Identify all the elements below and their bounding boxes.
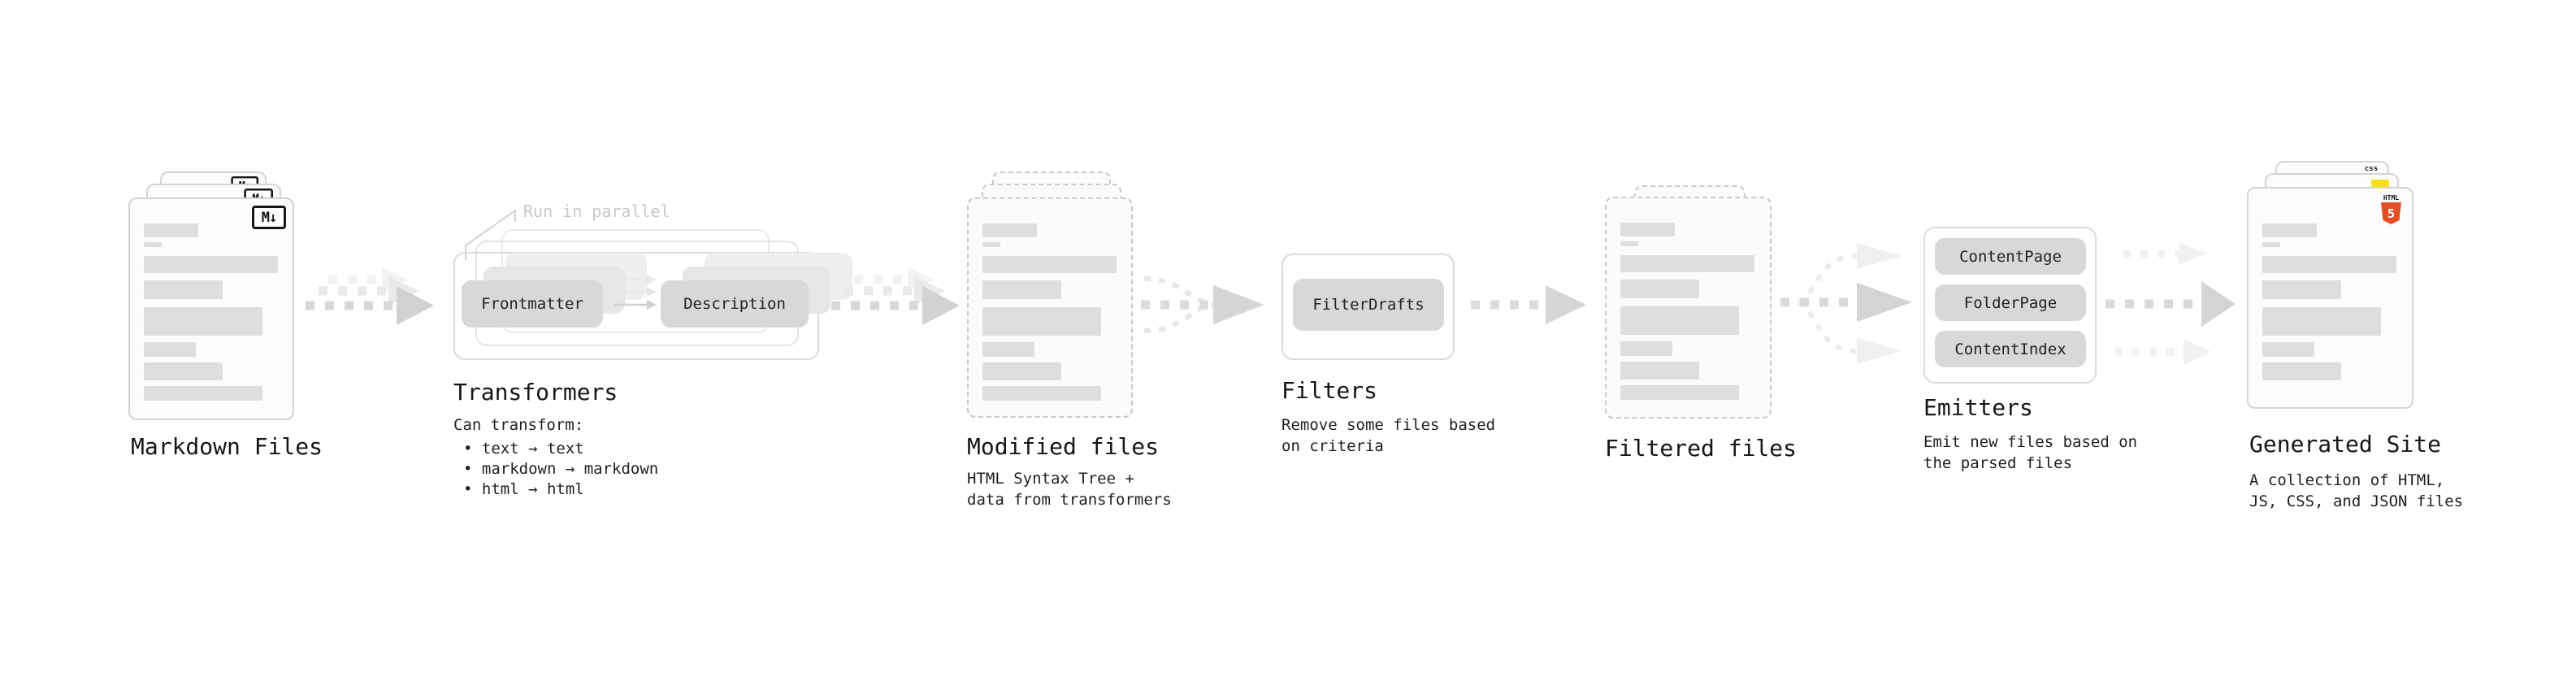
doc-content-placeholder: [982, 223, 1117, 401]
connector-emitters-to-site: [2105, 242, 2236, 365]
connector-filtered-to-emitters: [1780, 243, 1912, 364]
doc-content-placeholder: [144, 223, 278, 401]
generated-site-label: Generated Site: [2249, 431, 2442, 458]
node-modified-files: Modified files HTML Syntax Tree + data f…: [963, 158, 1190, 516]
node-markdown-files: M↓ M↓ M↓ Markdown Files: [126, 158, 370, 484]
bullet-item: • markdown → markdown: [463, 460, 659, 478]
desc-line: A collection of HTML,: [2249, 471, 2445, 489]
modified-file-card-front: [967, 197, 1133, 418]
connector-markdown-to-transformers: [306, 267, 434, 325]
filterdrafts-step: FilterDrafts: [1293, 279, 1444, 331]
site-file-card-html: HTML 5: [2247, 187, 2413, 409]
connector-filters-to-filtered: [1471, 285, 1586, 324]
transformers-note-title: Can transform:: [453, 416, 584, 434]
bullet-item: • html → html: [463, 480, 584, 498]
desc-line: the parsed files: [1923, 454, 2073, 472]
filtered-files-label: Filtered files: [1605, 435, 1798, 462]
desc-line: HTML Syntax Tree +: [967, 470, 1134, 488]
node-filters: FilterDrafts Filters Remove some files b…: [1280, 252, 1524, 463]
filters-desc: Remove some files based on criteria: [1281, 414, 1495, 457]
contentpage-emitter: ContentPage: [1935, 238, 2086, 275]
generated-site-desc: A collection of HTML, JS, CSS, and JSON …: [2249, 470, 2463, 512]
parallel-step-arrows: [614, 275, 657, 310]
node-filtered-files: Filtered files: [1601, 158, 1828, 484]
css-icon-text: css: [2364, 165, 2379, 173]
folderpage-emitter: FolderPage: [1935, 284, 2086, 321]
filtered-file-card-front: [1605, 197, 1772, 419]
frontmatter-step: Frontmatter: [462, 280, 603, 327]
desc-line: data from transformers: [967, 491, 1172, 509]
emitters-label: Emitters: [1923, 394, 2033, 421]
desc-line: on criteria: [1281, 437, 1384, 455]
connector-modified-to-filters: [1141, 276, 1264, 333]
html5-icon: HTML 5: [2381, 194, 2401, 224]
bullet-item: • text → text: [463, 440, 584, 458]
transformers-bullet-list: • text → text • markdown → markdown • ht…: [463, 439, 658, 500]
html5-icon-shield: 5: [2381, 202, 2401, 224]
markdown-files-label: Markdown Files: [131, 433, 323, 460]
contentindex-emitter: ContentIndex: [1935, 331, 2086, 367]
node-transformers: Run in parallel Frontmatter Description …: [452, 198, 852, 507]
description-step: Description: [661, 280, 809, 327]
connector-transformers-to-modified: [831, 267, 960, 325]
node-emitters: ContentPage FolderPage ContentIndex Emit…: [1922, 227, 2166, 474]
node-generated-site: css HTML 5 Generated Site A collection o…: [2245, 158, 2489, 516]
desc-line: Emit new files based on: [1923, 433, 2138, 451]
doc-content-placeholder: [1620, 223, 1754, 400]
modified-files-label: Modified files: [967, 433, 1160, 460]
desc-line: JS, CSS, and JSON files: [2249, 492, 2464, 510]
html5-icon-word: HTML: [2383, 194, 2400, 202]
run-in-parallel-callout: Run in parallel: [523, 202, 670, 221]
doc-content-placeholder: [2262, 223, 2396, 386]
transformers-label: Transformers: [453, 379, 618, 406]
markdown-icon: M↓: [252, 206, 286, 229]
desc-line: Remove some files based: [1281, 416, 1496, 434]
modified-files-desc: HTML Syntax Tree + data from transformer…: [967, 468, 1172, 510]
filters-label: Filters: [1281, 377, 1378, 404]
emitters-desc: Emit new files based on the parsed files: [1923, 432, 2137, 474]
markdown-file-card-front: M↓: [128, 197, 294, 420]
